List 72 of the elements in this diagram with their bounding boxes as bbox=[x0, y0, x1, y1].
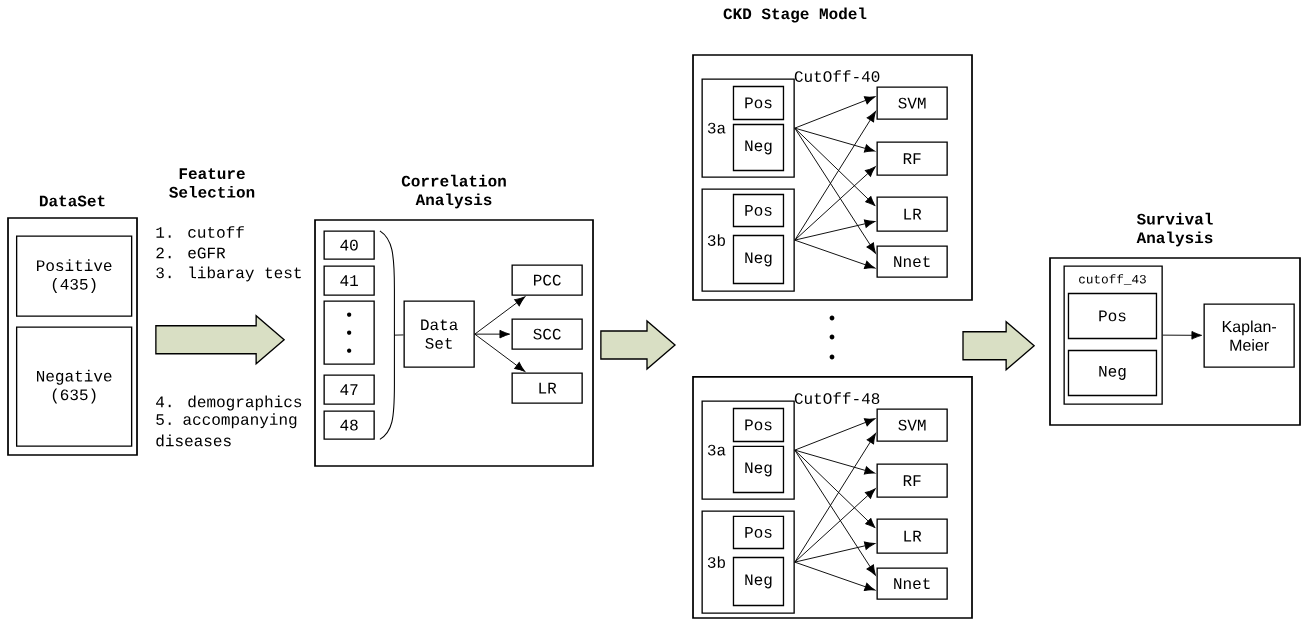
arrow bbox=[794, 449, 876, 576]
panel-heading: CutOff-48 bbox=[794, 392, 880, 404]
panel-heading: Correlation Analysis bbox=[401, 174, 506, 209]
arrow bbox=[794, 239, 876, 269]
panel-heading: DataSet bbox=[39, 195, 105, 207]
group-label: 3b bbox=[707, 234, 725, 246]
block-arrow bbox=[600, 319, 677, 371]
process-box: PCC bbox=[511, 264, 583, 296]
process-box: Kaplan-Meier bbox=[1203, 303, 1295, 368]
process-box: Pos bbox=[732, 193, 785, 228]
arrow bbox=[794, 488, 876, 563]
panel-heading: Survival Analysis bbox=[1136, 212, 1213, 247]
arrow bbox=[1162, 331, 1203, 340]
process-box: Neg bbox=[732, 234, 785, 285]
ellipsis-box bbox=[323, 300, 375, 365]
process-box: 48 bbox=[323, 410, 375, 440]
arrow bbox=[794, 127, 876, 207]
arrow bbox=[474, 333, 526, 372]
section-heading: CKD Stage Model bbox=[723, 7, 867, 23]
arrow bbox=[474, 329, 511, 339]
process-box: RF bbox=[876, 141, 948, 176]
panel-heading: cutoff_43 bbox=[1079, 274, 1146, 285]
arrow bbox=[794, 561, 876, 591]
arrow bbox=[794, 541, 876, 563]
arrow bbox=[794, 127, 876, 153]
list-item: 4. demographics bbox=[156, 395, 302, 411]
process-box: 41 bbox=[323, 265, 375, 296]
arrow bbox=[474, 296, 526, 335]
arrow bbox=[794, 219, 876, 241]
process-box: RF bbox=[876, 463, 948, 498]
arrow bbox=[794, 433, 876, 563]
process-box: Neg bbox=[732, 123, 785, 172]
group-label: 3a bbox=[707, 122, 726, 134]
group-label: 3a bbox=[707, 444, 726, 456]
process-box: SCC bbox=[511, 318, 583, 350]
process-box: Pos bbox=[1067, 292, 1158, 340]
connector-line bbox=[393, 334, 404, 336]
process-box: LR bbox=[511, 372, 583, 404]
arrow bbox=[794, 127, 876, 254]
process-box: Pos bbox=[732, 515, 785, 550]
panel-heading: CutOff-40 bbox=[794, 70, 880, 82]
process-box: Neg bbox=[732, 556, 785, 607]
section-heading: Feature Selection bbox=[169, 168, 255, 198]
list-item: 3. libaray test bbox=[156, 266, 301, 282]
process-box: Positive (435) bbox=[15, 235, 133, 317]
arrow bbox=[794, 418, 876, 451]
process-box: Neg bbox=[1067, 349, 1158, 397]
list-item: 1. cutoff bbox=[156, 226, 244, 238]
process-box: Pos bbox=[732, 85, 785, 121]
arrow bbox=[794, 111, 876, 241]
process-box: Pos bbox=[732, 407, 785, 443]
arrow bbox=[794, 449, 876, 475]
brace bbox=[379, 230, 395, 440]
process-box: Nnet bbox=[876, 567, 948, 600]
process-box: Negative (635) bbox=[15, 326, 133, 447]
block-arrow bbox=[962, 320, 1036, 372]
process-box: LR bbox=[876, 518, 948, 554]
process-box: Neg bbox=[732, 445, 785, 494]
process-box: 40 bbox=[323, 230, 375, 260]
process-box: 47 bbox=[323, 374, 375, 405]
group-label: 3b bbox=[707, 556, 725, 568]
arrow bbox=[794, 166, 876, 241]
process-box: SVM bbox=[876, 408, 948, 442]
process-box: SVM bbox=[876, 86, 948, 120]
arrow bbox=[794, 96, 876, 129]
process-box: Data Set bbox=[403, 300, 475, 368]
arrow bbox=[794, 449, 876, 529]
block-arrow bbox=[155, 314, 286, 366]
list-item: 2. eGFR bbox=[156, 247, 226, 259]
process-box: Nnet bbox=[876, 245, 948, 278]
process-box: LR bbox=[876, 196, 948, 232]
list-item: 5. accompanying diseases bbox=[156, 413, 297, 447]
